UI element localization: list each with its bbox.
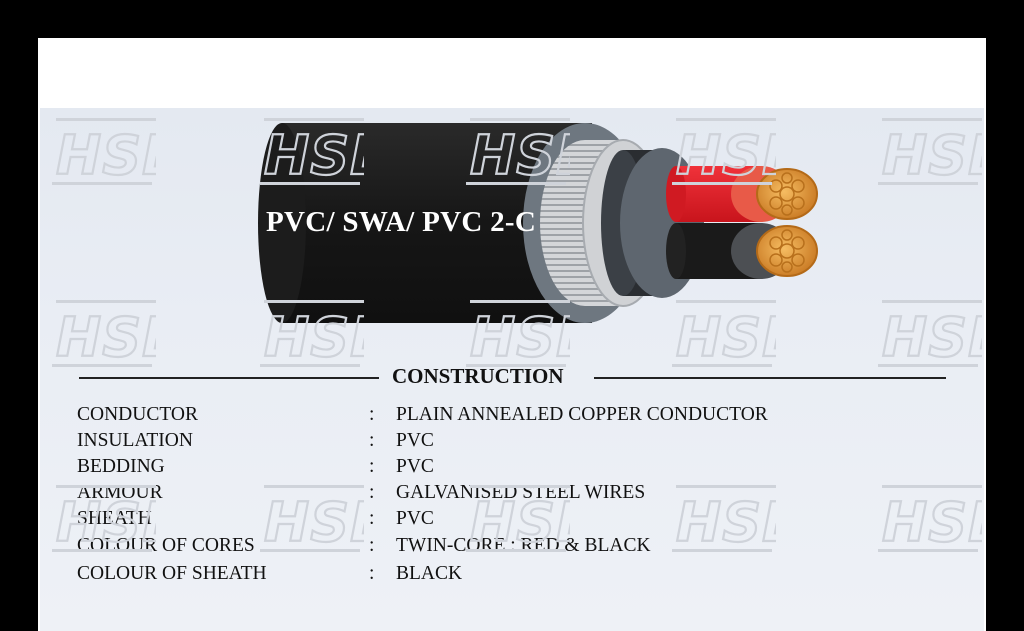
spec-row-conductor: CONDUCTOR : PLAIN ANNEALED COPPER CONDUC… [77,404,837,428]
spec-value: TWIN-CORE : RED & BLACK [396,535,651,556]
spec-row-insulation: INSULATION : PVC [77,430,837,454]
spec-value: PVC [396,430,434,451]
spec-row-colour-of-sheath: COLOUR OF SHEATH : BLACK [77,563,837,587]
spec-separator: : [369,508,375,529]
spec-separator: : [369,430,375,451]
spec-row-sheath: SHEATH : PVC [77,508,837,532]
spec-value: PVC [396,508,434,529]
spec-value: PLAIN ANNEALED COPPER CONDUCTOR [396,404,768,425]
spec-label: SHEATH [77,508,152,529]
spec-separator: : [369,404,375,425]
spec-label: COLOUR OF SHEATH [77,563,267,584]
spec-label: BEDDING [77,456,165,477]
spec-separator: : [369,456,375,477]
spec-row-bedding: BEDDING : PVC [77,456,837,480]
spec-value: GALVANISED STEEL WIRES [396,482,646,503]
construction-heading: CONSTRUCTION [392,364,564,388]
spec-label: ARMOUR [77,482,163,503]
spec-label: INSULATION [77,430,193,451]
spec-row-colour-of-cores: COLOUR OF CORES : TWIN-CORE : RED & BLAC… [77,535,837,559]
spec-row-armour: ARMOUR : GALVANISED STEEL WIRES [77,482,837,506]
spec-separator: : [369,563,375,584]
spec-label: CONDUCTOR [77,404,198,425]
spec-value: BLACK [396,563,463,584]
heading-rule-left [79,377,379,379]
spec-value: PVC [396,456,434,477]
spec-separator: : [369,482,375,503]
spec-separator: : [369,535,375,556]
spec-label: COLOUR OF CORES [77,535,255,556]
copper-strands [769,172,805,273]
heading-rule-right [594,377,946,379]
cable-title: PVC/ SWA/ PVC 2-C [266,206,537,238]
